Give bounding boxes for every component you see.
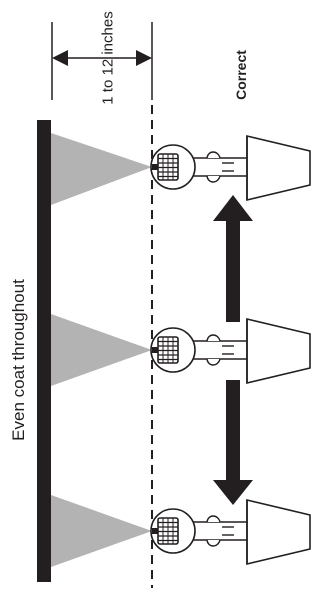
spray-fan-middle [51,314,152,386]
distance-dimension-arrow [52,50,152,66]
painted-surface-bar [37,120,51,582]
spray-gun-bottom [150,499,311,565]
movement-arrow-down-icon [213,380,253,505]
movement-arrow-up-icon [213,195,253,322]
correct-label: Correct [233,50,249,100]
surface-caption: Even coat throughout [9,279,28,441]
spray-fan-top [51,133,152,205]
spray-fan-bottom [51,495,152,567]
distance-label: 1 to 12 inches [100,11,117,104]
spray-gun-top [150,135,311,201]
spray-gun-middle [150,318,311,384]
